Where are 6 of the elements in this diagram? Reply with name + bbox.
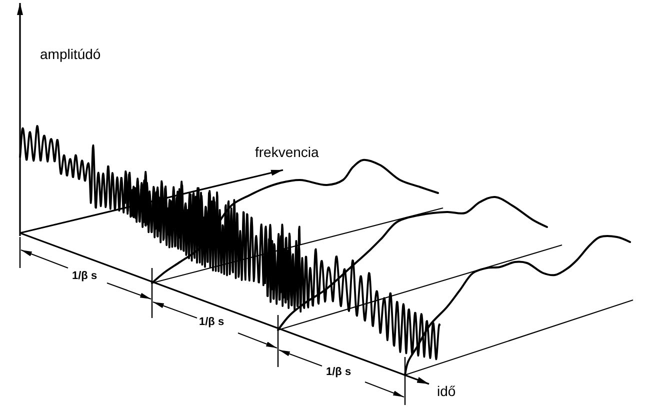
axis-label: frekvencia (255, 145, 319, 160)
dimension-label: 1/β s (72, 270, 98, 282)
axis-label: idő (437, 384, 456, 400)
dimension-label: 1/β s (199, 316, 224, 328)
dimension-label: 1/β s (326, 366, 352, 378)
axis-label: amplitúdó (40, 47, 101, 62)
